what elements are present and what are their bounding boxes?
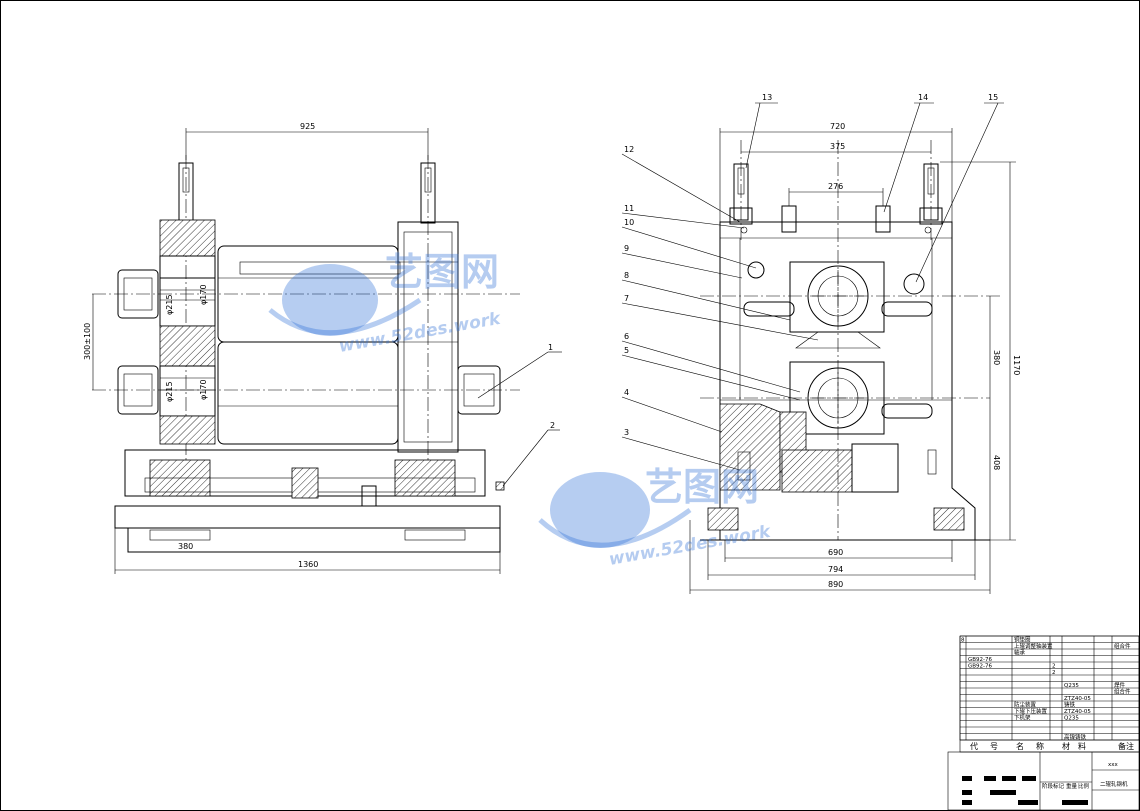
callout-10: 10 (624, 218, 634, 227)
callout-3: 3 (624, 428, 629, 437)
title-block-header-cell: 材 (1062, 741, 1070, 751)
front-view (92, 155, 520, 553)
title-block-cell-qty: 2 (1052, 663, 1056, 669)
dim-lower-b: φ170 (199, 379, 208, 400)
title-block-cell-mat: Q235 (1064, 715, 1079, 721)
dim-1170: 1170 (1012, 355, 1021, 375)
dim-408: 408 (992, 455, 1001, 470)
callout-15: 15 (988, 93, 998, 102)
title-block-cell-name: 铜垫圈 (1014, 635, 1031, 643)
title-block-header-cell: 称 (1036, 741, 1044, 751)
title-name: 二辊轧钢机 (1100, 780, 1128, 788)
callout-11: 11 (624, 204, 634, 213)
title-block-cell-qty: 2 (1052, 670, 1056, 676)
title-block-cell-mat: ZTZ40-05 (1064, 709, 1091, 715)
title-block-cell-mat: 高镍铸铁 (1064, 733, 1087, 741)
callout-12: 12 (624, 145, 634, 154)
dim-380-height: 380 (992, 350, 1001, 365)
dim-roll-distance: 300±100 (83, 323, 92, 360)
callout-1: 1 (548, 343, 553, 352)
callout-14: 14 (918, 93, 928, 102)
title-block-cell-mat: Q235 (1064, 683, 1079, 689)
watermark-2-brand: 艺图网 (645, 465, 759, 509)
title-block-cell-name: 上辊调整轴装置 (1014, 642, 1053, 650)
title-block-cell-code: GB92-76 (968, 663, 993, 669)
dim-794: 794 (828, 565, 843, 574)
callout-2: 2 (550, 421, 555, 430)
callout-8: 8 (624, 271, 629, 280)
label-scale: 比例 (1078, 782, 1090, 790)
dim-upper-a: φ215 (165, 294, 174, 315)
title-block-header-cell: 代 (970, 741, 978, 751)
watermark-1: 艺图网 www.52des.work (268, 250, 504, 357)
label-weight: 重量 (1066, 782, 1078, 790)
side-view-dimensions: 720 375 276 380 1170 408 690 794 890 (689, 122, 1021, 594)
title-block-cell-name: 轴承 (1014, 648, 1026, 656)
title-block-cell-mat: ZTZ40-05 (1064, 696, 1091, 702)
dim-lower-a: φ215 (165, 381, 174, 402)
side-view (700, 140, 1000, 541)
title-block-cell-note: 焊件 (1114, 681, 1126, 689)
callout-6: 6 (624, 332, 629, 341)
title-block-cell-code: GB92-76 (968, 657, 993, 663)
title-block-cell-name: 防尘装置 (1014, 700, 1037, 708)
label-stage: 阶段标记 (1042, 782, 1065, 790)
dim-720: 720 (830, 122, 845, 131)
dim-690: 690 (828, 548, 843, 557)
title-code: xxx (1108, 762, 1119, 768)
title-block-cell-name: 下机架 (1014, 713, 1031, 721)
watermark-2: 艺图网 www.52des.work (538, 465, 774, 570)
watermark-1-brand: 艺图网 (385, 250, 499, 294)
title-block-cell-mat: 铸铁 (1064, 700, 1076, 708)
title-block-header-cell: 备注 (1118, 741, 1134, 751)
dim-380: 380 (178, 542, 193, 551)
title-block-header-cell: 名 (1016, 741, 1024, 751)
callout-4: 4 (624, 388, 629, 397)
front-view-dimensions: 925 300±100 φ215 φ170 φ215 φ170 380 1360… (83, 122, 562, 574)
title-block-cell-note: 组合件 (1114, 687, 1131, 695)
title-block-cell-no: 8 (961, 637, 965, 643)
dim-375: 375 (830, 142, 845, 151)
dim-1360: 1360 (298, 560, 318, 569)
callout-9: 9 (624, 244, 629, 253)
callout-7: 7 (624, 294, 629, 303)
title-block-header-cell: 号 (990, 742, 998, 751)
callout-5: 5 (624, 346, 629, 355)
callout-13: 13 (762, 93, 772, 102)
title-block-cell-note: 组合件 (1114, 642, 1131, 650)
title-block-header-cell: 料 (1078, 741, 1086, 751)
dim-276: 276 (828, 182, 843, 191)
dim-890: 890 (828, 580, 843, 589)
side-view-callouts: 3 4 5 6 7 8 9 10 11 12 13 14 15 (621, 93, 1004, 471)
title-block-cell-name: 下辊下压装置 (1014, 707, 1048, 715)
dim-upper-b: φ170 (199, 284, 208, 305)
dim-925: 925 (300, 122, 315, 131)
